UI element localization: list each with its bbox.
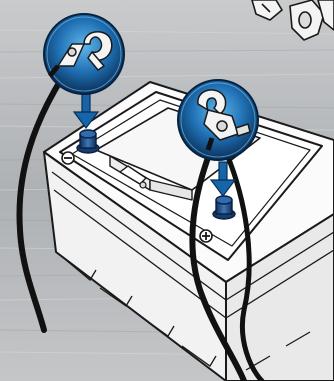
spare-clamps-icon (251, 0, 334, 41)
positive-symbol-icon (199, 229, 213, 243)
negative-symbol-icon (61, 151, 75, 165)
positive-clamp-icon (197, 89, 251, 151)
positive-cable (189, 149, 265, 381)
negative-arrow-icon (72, 93, 100, 129)
battery-body (43, 81, 334, 381)
negative-clamp-callout (43, 13, 125, 95)
negative-cable (16, 75, 65, 333)
positive-arrow-icon (209, 161, 237, 197)
positive-terminal-post (212, 195, 236, 220)
negative-clamp-icon (48, 31, 113, 78)
negative-terminal-post (76, 129, 100, 154)
positive-clamp-callout (177, 79, 259, 161)
